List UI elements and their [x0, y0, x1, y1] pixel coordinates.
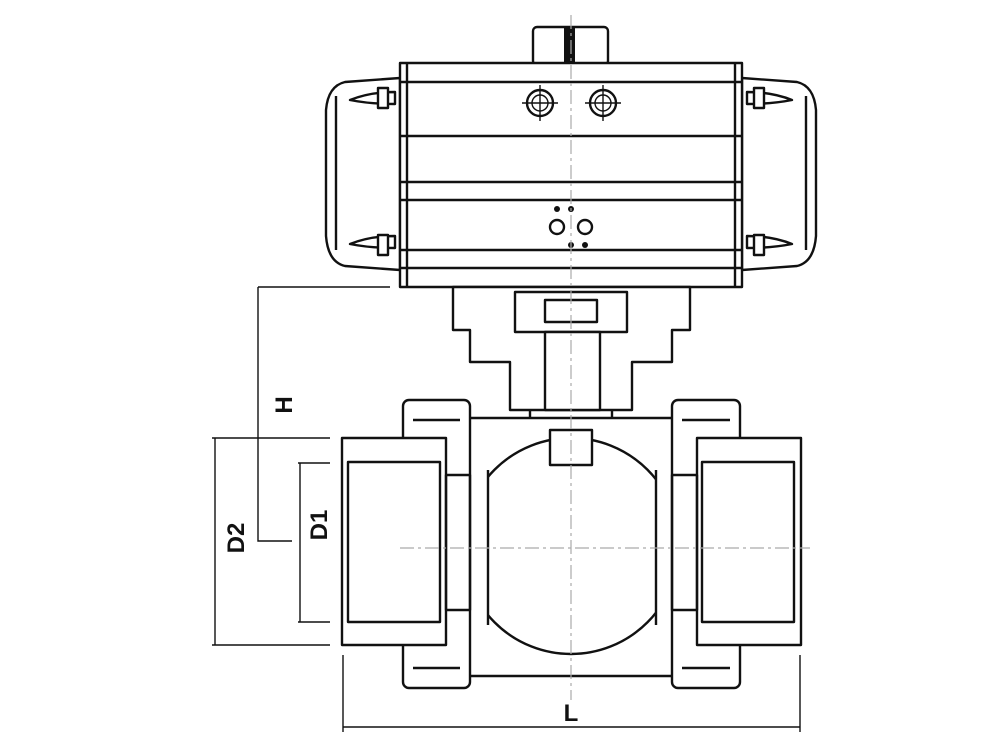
right-seat — [670, 473, 699, 612]
stem — [543, 330, 602, 412]
bolt — [376, 233, 390, 257]
right-end-bore — [700, 460, 796, 624]
left-seat — [444, 473, 472, 612]
left-end-cap — [324, 76, 402, 272]
air-port-icon — [522, 85, 558, 121]
dimension-label-h: H — [271, 396, 298, 413]
bolt — [752, 233, 766, 257]
dimension-lines — [212, 286, 801, 732]
dimension-line-d1 — [298, 462, 330, 623]
dimension-label-l: L — [564, 700, 579, 727]
dimension-line-d2 — [212, 437, 330, 646]
dimension-line-h — [257, 286, 390, 542]
indicator-bar — [564, 27, 575, 65]
dimension-label-d2: D2 — [223, 523, 250, 554]
bolt — [376, 86, 390, 110]
right-end-cap-ribs — [745, 90, 794, 250]
dimension-label-d1: D1 — [306, 510, 333, 541]
right-end-cap — [740, 76, 818, 272]
bolt — [752, 86, 766, 110]
namur-port-icon — [548, 206, 594, 248]
right-end-connector — [695, 436, 803, 647]
left-end-bore — [346, 460, 442, 624]
left-end-cap-ribs — [348, 90, 397, 250]
flange-lines — [413, 418, 730, 670]
dimension-line-l — [342, 655, 801, 732]
end-cap-edges — [334, 96, 808, 250]
air-port-icon — [585, 85, 621, 121]
left-end-connector — [340, 436, 448, 647]
